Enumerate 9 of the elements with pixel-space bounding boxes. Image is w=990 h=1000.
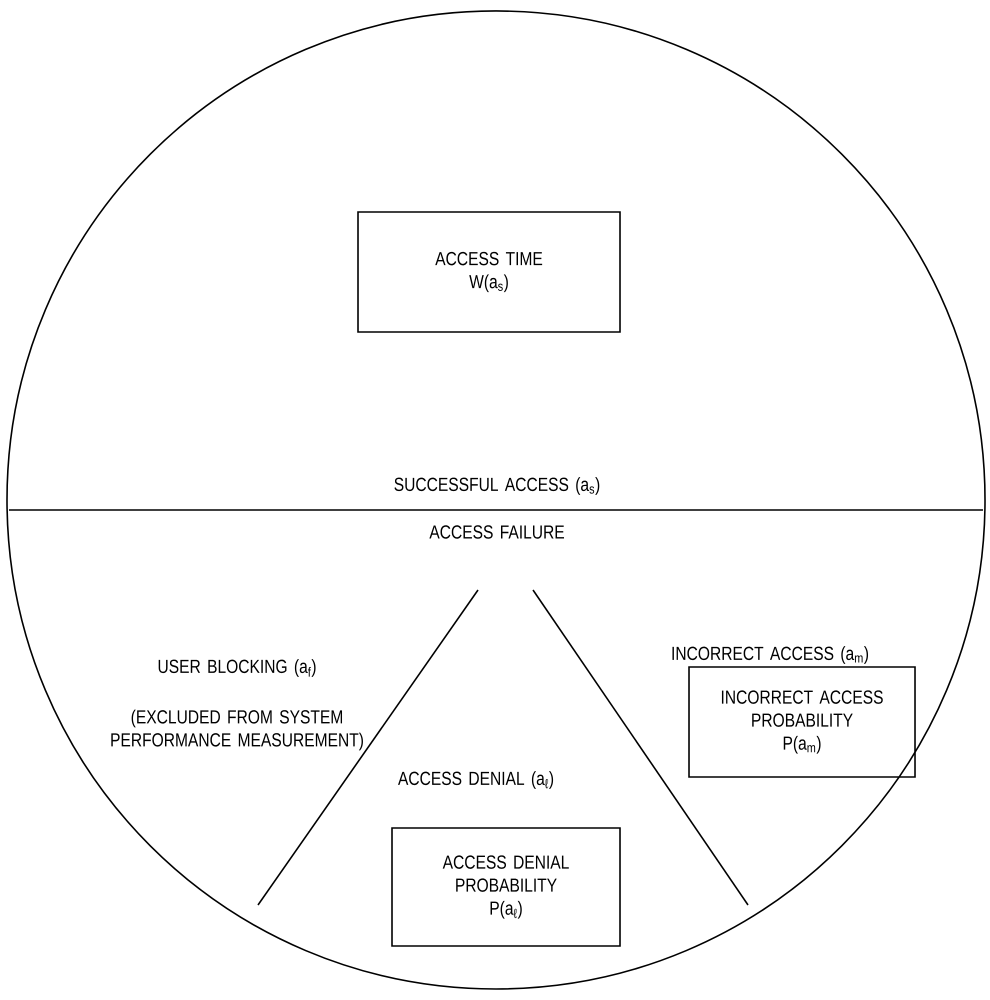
region-label: ACCESS DENIAL (a$_{ℓ}$): [398, 771, 554, 789]
circle-outline: [6, 10, 986, 990]
text-box: INCORRECT ACCESS PROBABILITY P(a$_{m}$): [688, 666, 916, 778]
region-label: (EXCLUDED FROM SYSTEM PERFORMANCE MEASUREMENT): [111, 710, 363, 750]
region-label: ACCESS FAILURE: [429, 525, 564, 539]
region-label: SUCCESSFUL ACCESS (a$_{s}$): [394, 477, 600, 495]
text-box: ACCESS TIME W(a$_{s}$): [357, 211, 621, 333]
text-box: ACCESS DENIAL PROBABILITY P(a$_{ℓ}$): [391, 827, 621, 947]
region-label: USER BLOCKING (a$_{f}$): [158, 659, 316, 677]
